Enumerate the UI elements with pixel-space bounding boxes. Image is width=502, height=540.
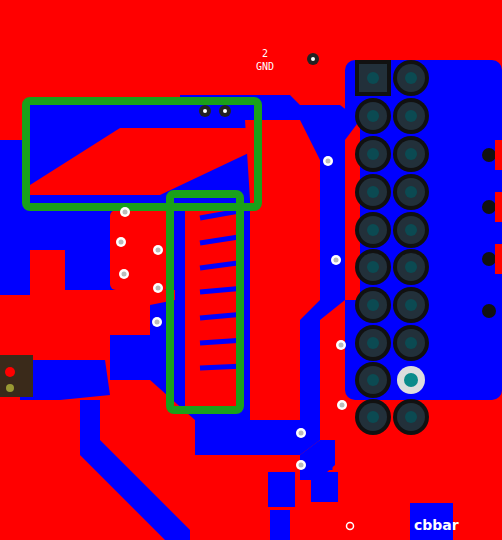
bottom-copper xyxy=(0,60,502,540)
via xyxy=(116,156,347,470)
top-copper-trace xyxy=(0,0,360,420)
watermark: cbbar xyxy=(414,517,459,533)
pin-number: 2 xyxy=(262,48,268,60)
component-outline xyxy=(170,194,240,410)
net-name: GND xyxy=(256,61,274,73)
pin-header xyxy=(355,60,429,435)
